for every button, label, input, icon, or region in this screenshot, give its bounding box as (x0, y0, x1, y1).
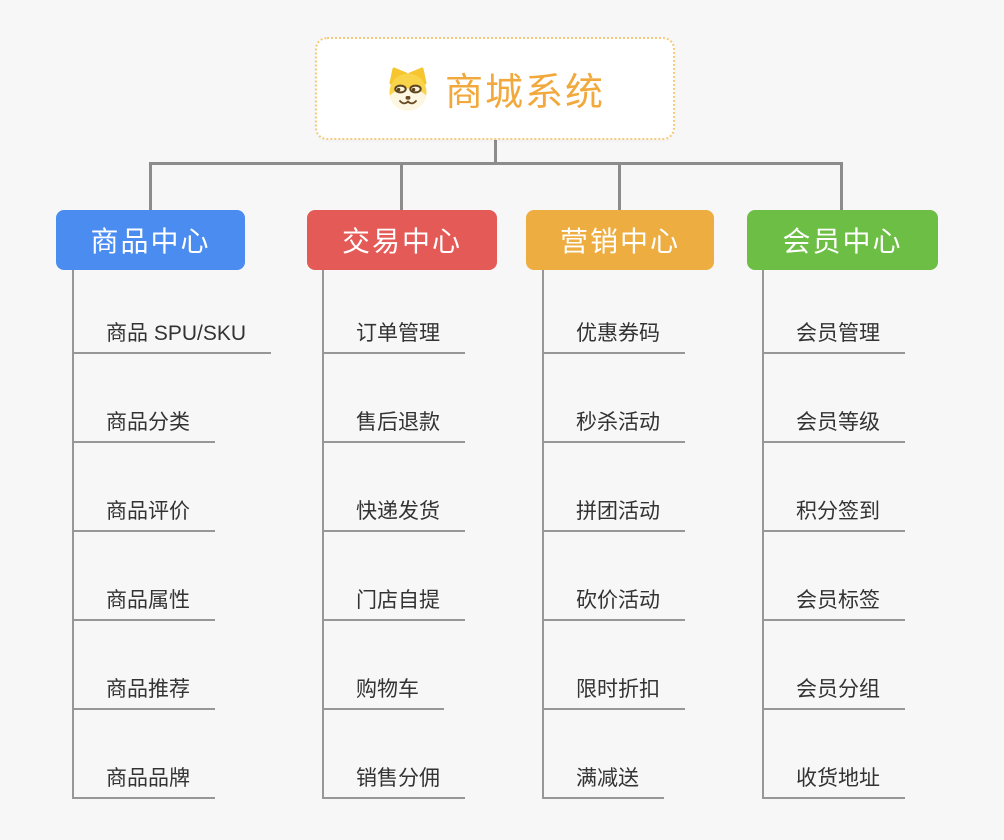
children-trunk-line (542, 270, 544, 799)
child-node[interactable]: 秒杀活动 (542, 407, 685, 443)
child-node[interactable]: 商品分类 (72, 407, 215, 443)
child-node[interactable]: 快递发货 (322, 496, 465, 532)
branch-header-trade-center[interactable]: 交易中心 (307, 210, 497, 270)
child-node[interactable]: 会员分组 (762, 674, 905, 710)
branch-label: 商品中心 (90, 226, 211, 257)
child-node[interactable]: 优惠券码 (542, 318, 685, 354)
children-trunk-line (72, 270, 74, 799)
child-node[interactable]: 商品评价 (72, 496, 215, 532)
branch-header-member-center[interactable]: 会员中心 (747, 210, 938, 270)
child-node[interactable]: 会员标签 (762, 585, 905, 621)
root-node[interactable]: 商城系统 (315, 37, 675, 140)
branch-label: 会员中心 (782, 226, 903, 257)
child-node[interactable]: 会员等级 (762, 407, 905, 443)
branch-header-marketing-center[interactable]: 营销中心 (526, 210, 714, 270)
child-node[interactable]: 销售分佣 (322, 763, 465, 799)
root-title: 商城系统 (444, 72, 605, 114)
child-node[interactable]: 会员管理 (762, 318, 905, 354)
child-node[interactable]: 购物车 (322, 674, 444, 710)
branch-drop-connector (618, 163, 621, 210)
child-node[interactable]: 限时折扣 (542, 674, 685, 710)
branch-label: 营销中心 (559, 226, 680, 257)
child-node[interactable]: 门店自提 (322, 585, 465, 621)
children-trunk-line (322, 270, 324, 799)
child-node[interactable]: 商品推荐 (72, 674, 215, 710)
child-node[interactable]: 积分签到 (762, 496, 905, 532)
child-node[interactable]: 商品属性 (72, 585, 215, 621)
branch-header-product-center[interactable]: 商品中心 (56, 210, 245, 270)
child-node[interactable]: 售后退款 (322, 407, 465, 443)
branch-drop-connector (149, 163, 152, 210)
children-trunk-line (762, 270, 764, 799)
child-node[interactable]: 拼团活动 (542, 496, 685, 532)
branch-drop-connector (400, 163, 403, 210)
root-stem-connector (494, 140, 497, 163)
child-node[interactable]: 满减送 (542, 763, 664, 799)
branch-label: 交易中心 (341, 226, 462, 257)
child-node[interactable]: 砍价活动 (542, 585, 685, 621)
dog-face-icon (389, 67, 427, 110)
child-node[interactable]: 收货地址 (762, 763, 905, 799)
child-node[interactable]: 订单管理 (322, 318, 465, 354)
child-node[interactable]: 商品品牌 (72, 763, 215, 799)
branch-bus-connector (149, 162, 843, 165)
branch-drop-connector (840, 163, 843, 210)
child-node[interactable]: 商品 SPU/SKU (72, 318, 272, 354)
